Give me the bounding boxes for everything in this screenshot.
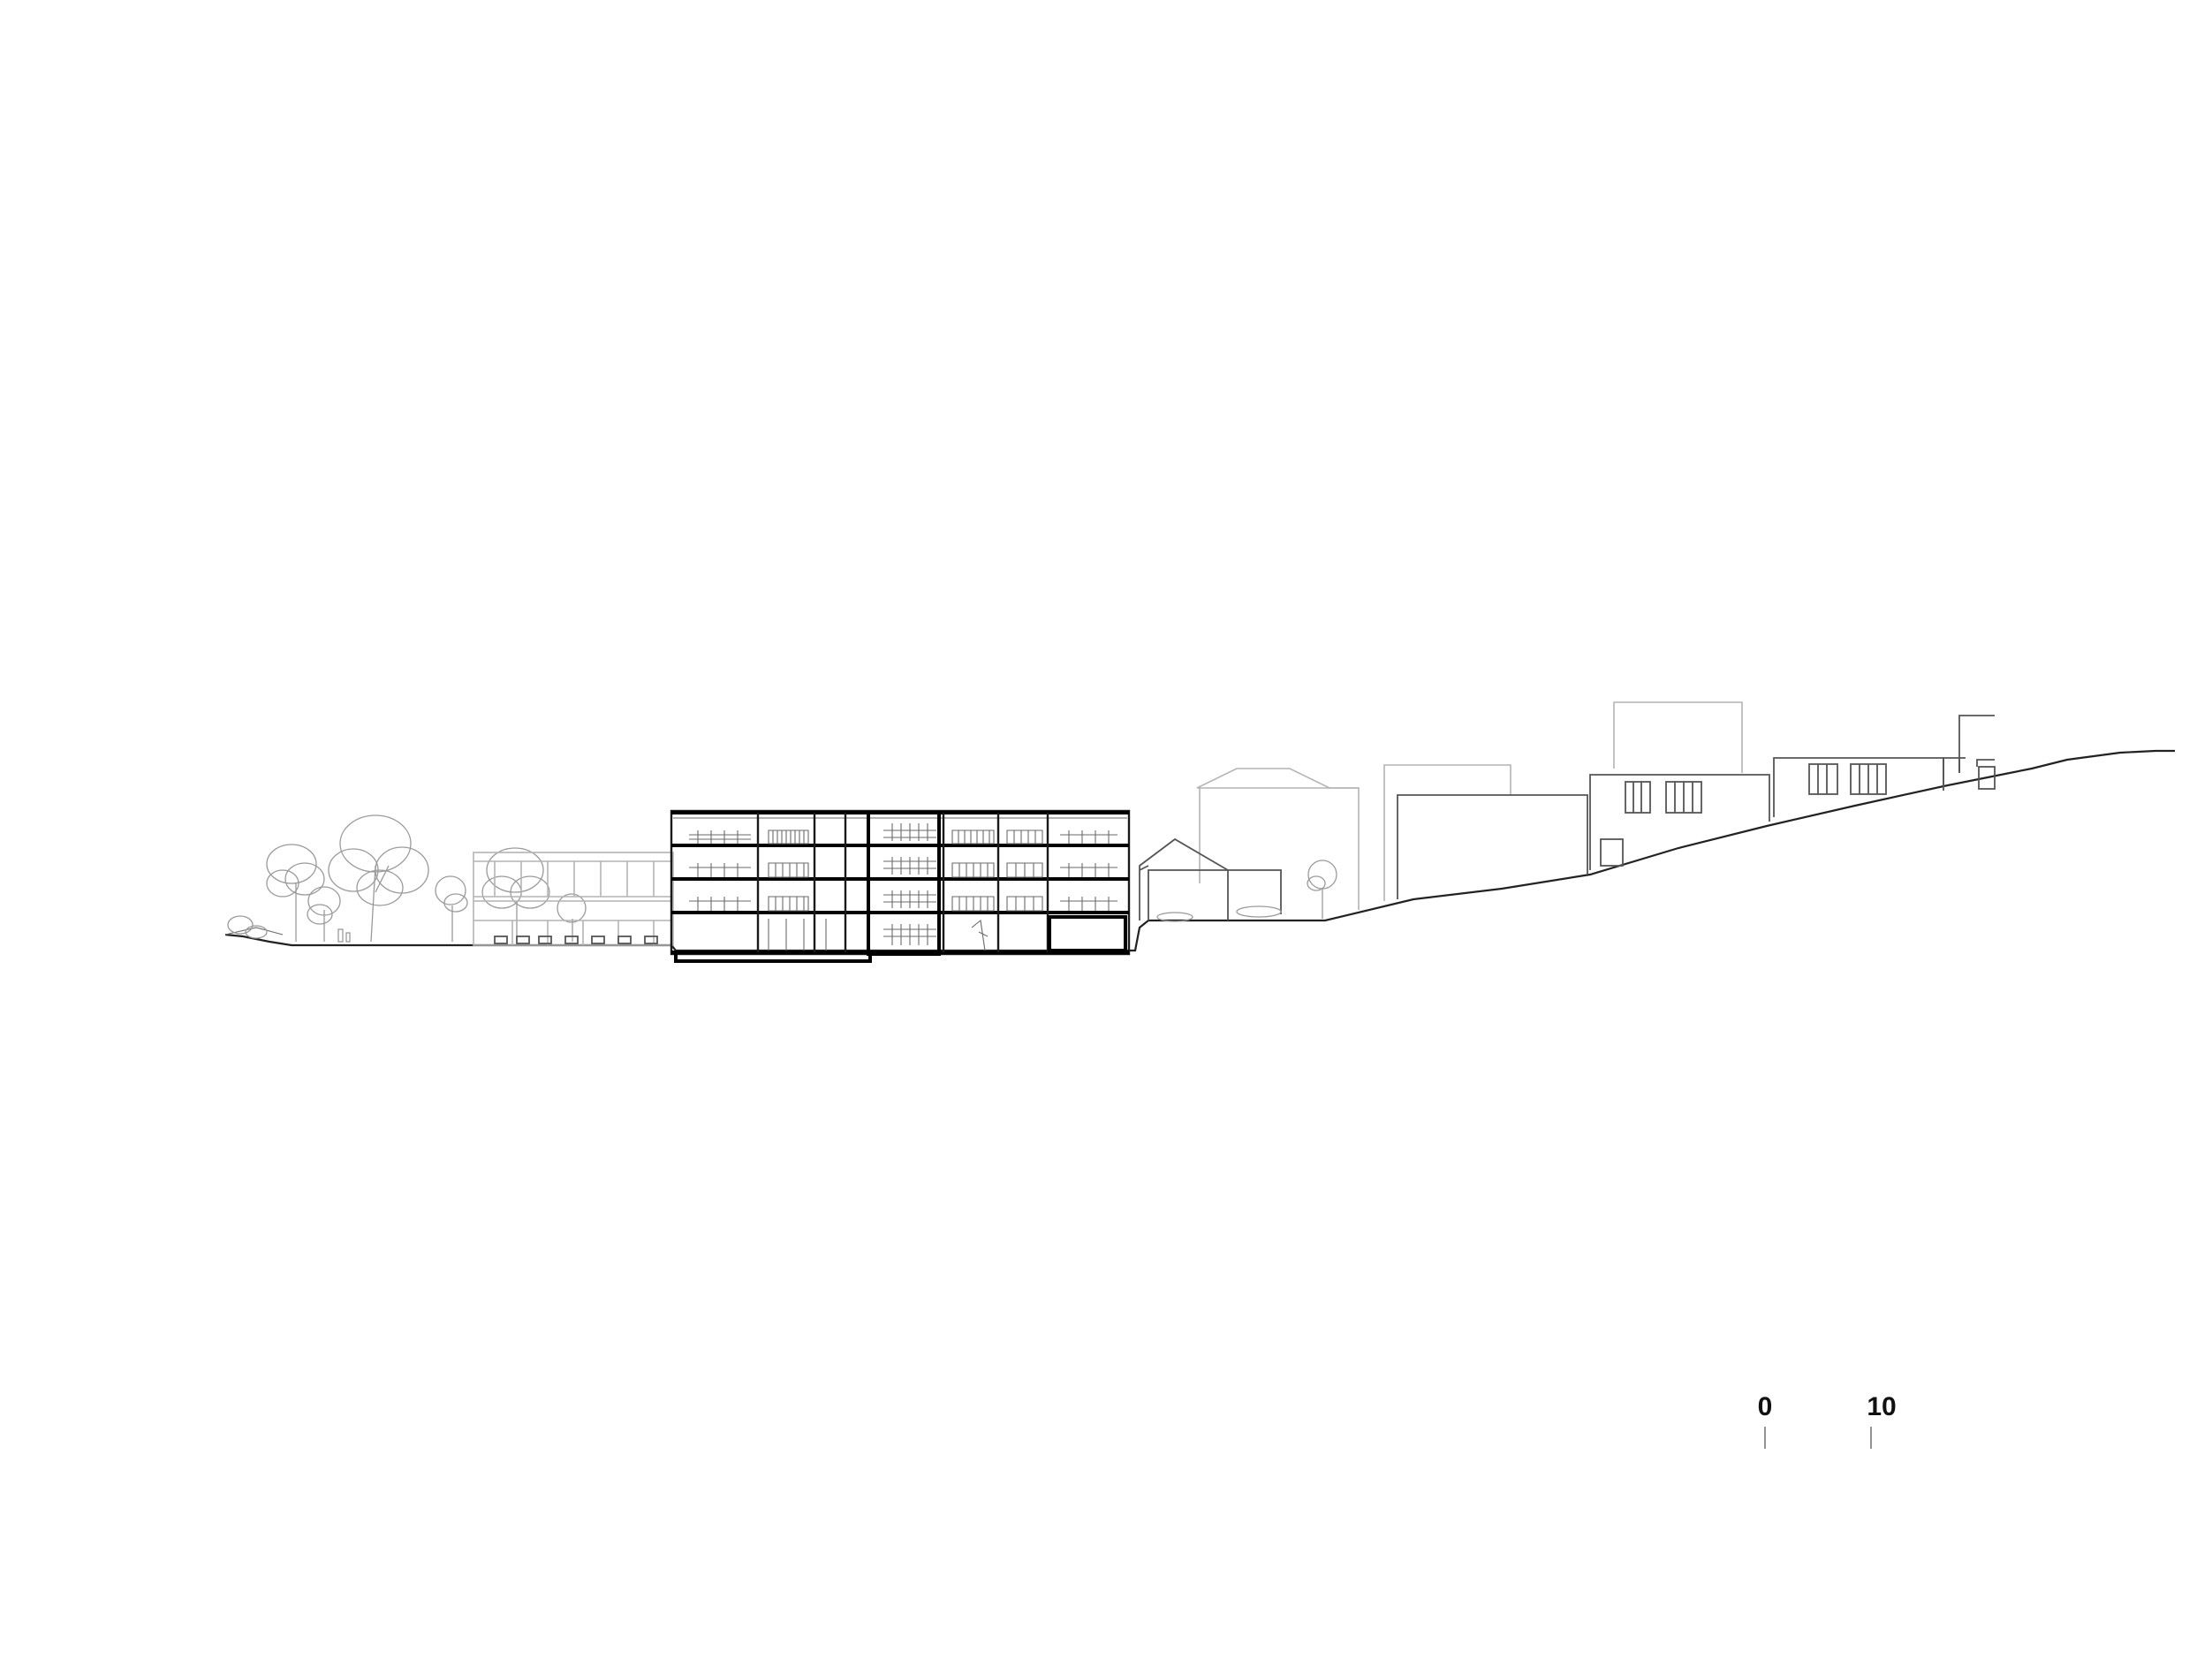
- scale-label-end: 10: [1867, 1392, 1896, 1421]
- main-building-section: [670, 809, 1131, 963]
- trees-left: [227, 814, 587, 943]
- room-furniture: [689, 830, 1127, 952]
- scale-label-start: 0: [1758, 1392, 1773, 1421]
- background-building-left: [473, 852, 674, 946]
- context-buildings-right: [1139, 701, 1996, 922]
- scale-bar: 0 10: [1758, 1392, 1897, 1449]
